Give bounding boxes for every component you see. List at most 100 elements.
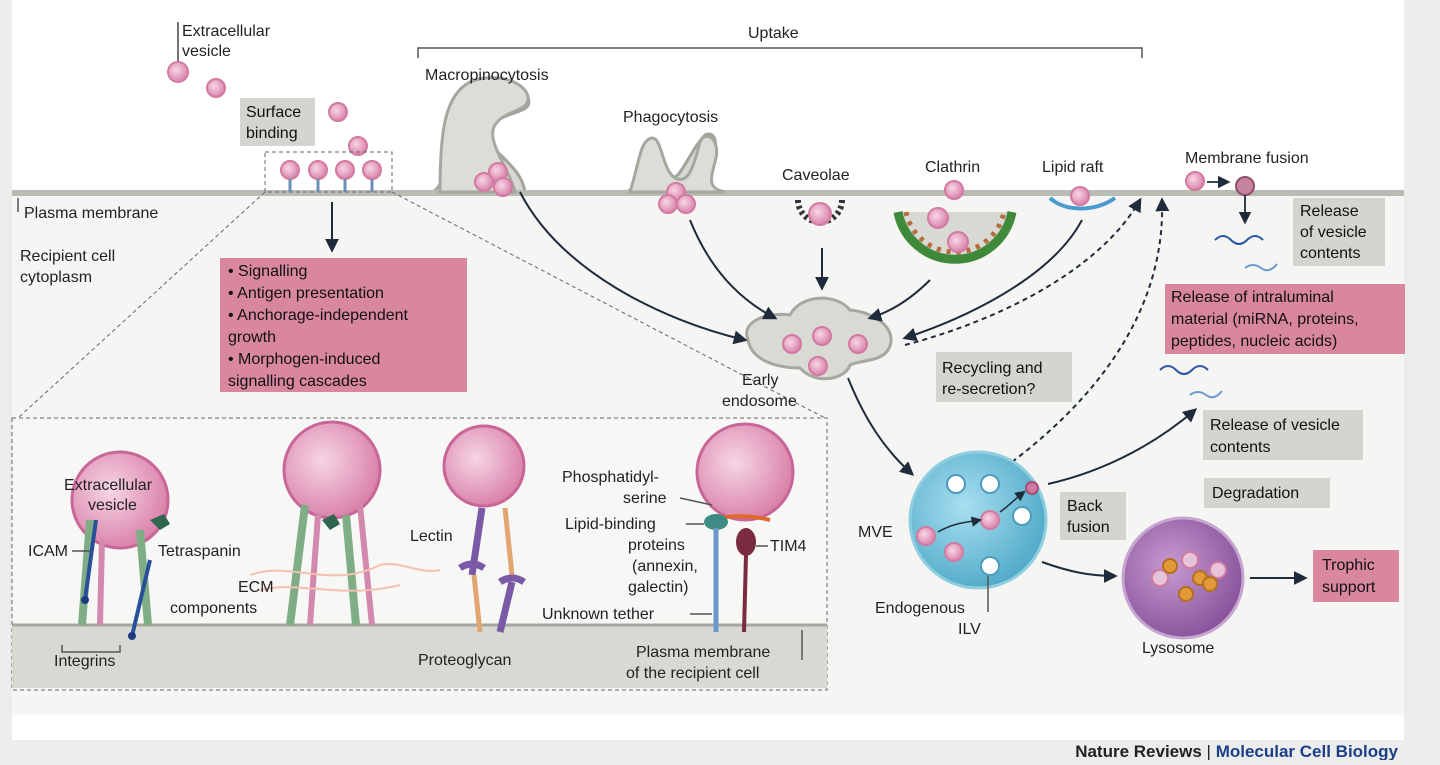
svg-text:Plasma membrane: Plasma membrane (24, 205, 158, 222)
svg-text:ECM: ECM (238, 579, 274, 596)
svg-text:contents: contents (1210, 439, 1270, 456)
svg-text:• Anchorage-independent: • Anchorage-independent (228, 307, 409, 324)
label-phagocytosis: Phagocytosis (623, 109, 718, 126)
arrow-mve-to-lysosome (1041, 561, 1118, 583)
trophic-support-box: Trophic support (1313, 550, 1399, 602)
svg-text:(annexin,: (annexin, (632, 558, 698, 575)
svg-text:components: components (170, 600, 257, 617)
label-caveolae: Caveolae (782, 167, 850, 184)
phagocytosis-vesicles (658, 182, 696, 214)
svg-text:• Signalling: • Signalling (228, 263, 307, 280)
svg-text:Recipient cell: Recipient cell (20, 248, 115, 265)
svg-text:Recycling and: Recycling and (942, 360, 1043, 377)
mve (908, 450, 1048, 590)
svg-text:contents: contents (1300, 245, 1360, 262)
inset-label-icam: ICAM (28, 543, 68, 560)
label-clathrin: Clathrin (925, 159, 980, 176)
svg-text:Early: Early (742, 372, 778, 389)
inset-vesicle-lectin (442, 424, 526, 633)
svg-text:Back: Back (1067, 498, 1104, 515)
svg-text:vesicle: vesicle (88, 497, 137, 514)
svg-text:Release: Release (1300, 203, 1359, 220)
svg-text:growth: growth (228, 329, 276, 346)
svg-text:material (miRNA, proteins,: material (miRNA, proteins, (1171, 311, 1359, 328)
inset-label-unknown-tether: Unknown tether (542, 606, 712, 623)
svg-text:Release of intraluminal: Release of intraluminal (1171, 289, 1334, 306)
label-lysosome: Lysosome (1142, 640, 1214, 657)
macropinocytosis-vesicles (474, 162, 513, 197)
svg-text:of vesicle: of vesicle (1300, 224, 1367, 241)
svg-text:Degradation: Degradation (1212, 485, 1299, 502)
inset-label-plasma-membrane-recipient: Plasma membrane of the recipient cell (626, 630, 803, 682)
svg-text:serine: serine (623, 490, 667, 507)
membrane-fusion-event (1185, 171, 1278, 272)
svg-text:peptides, nucleic acids): peptides, nucleic acids) (1171, 333, 1337, 350)
label-recipient-cytoplasm: Recipient cell cytoplasm (20, 248, 115, 286)
svg-text:Trophic: Trophic (1322, 557, 1375, 574)
degradation-box: Degradation (1204, 478, 1330, 508)
macropinocytosis-cup (438, 76, 530, 194)
surface-bound-vesicles (264, 151, 393, 193)
release-vesicle-contents-top-box: Release of vesicle contents (1293, 198, 1385, 266)
arrow-back-fusion-recycling-dashed (1011, 197, 1170, 463)
recycling-box: Recycling and re-secretion? (936, 352, 1072, 402)
label-membrane-fusion: Membrane fusion (1185, 150, 1309, 167)
arrow-phagocytosis-to-endosome (689, 219, 778, 320)
back-fusion-box: Back fusion (1060, 492, 1126, 540)
inset-vesicle-ps (695, 422, 795, 633)
arrow-clathrin-to-endosome (867, 279, 931, 322)
inset-label-integrins: Integrins (54, 645, 121, 670)
label-mve: MVE (858, 524, 893, 541)
svg-text:signalling cascades: signalling cascades (228, 373, 367, 390)
svg-text:ILV: ILV (958, 621, 981, 638)
svg-text:support: support (1322, 579, 1376, 596)
arrow-macropinocytosis-to-endosome (519, 191, 748, 345)
svg-text:re-secretion?: re-secretion? (942, 381, 1035, 398)
label-lipid-raft: Lipid raft (1042, 159, 1104, 176)
uptake-label: Uptake (748, 25, 799, 42)
inset-label-proteoglycan: Proteoglycan (418, 652, 511, 669)
arrow-recycling-dashed (904, 197, 1142, 346)
arrow-lipid-raft-to-endosome (902, 219, 1083, 342)
svg-text:Plasma membrane: Plasma membrane (636, 644, 770, 661)
svg-text:cytoplasm: cytoplasm (20, 269, 92, 286)
svg-text:Phosphatidyl-: Phosphatidyl- (562, 469, 659, 486)
surface-binding-box: Surface binding (240, 98, 315, 146)
release-vesicle-contents-mid-box: Release of vesicle contents (1203, 410, 1363, 460)
label-extracellular-vesicle: Extracellular vesicle (177, 22, 271, 62)
svg-text:Extracellular: Extracellular (182, 23, 271, 40)
svg-text:Extracellular: Extracellular (64, 477, 153, 494)
lysosome (1121, 516, 1245, 640)
inset-label-lectin: Lectin (410, 528, 453, 545)
caveolae-pit (795, 199, 845, 226)
inset-label-tim4: TIM4 (756, 538, 807, 555)
uptake-bracket: Uptake (417, 25, 1143, 58)
svg-text:Surface: Surface (246, 104, 301, 121)
svg-text:Integrins: Integrins (54, 653, 115, 670)
clathrin-pit (893, 180, 1017, 264)
early-endosome (745, 296, 893, 381)
lipid-raft (1048, 186, 1117, 211)
released-contents-squiggle-2 (1189, 390, 1223, 399)
svg-text:galectin): galectin) (628, 579, 688, 596)
released-contents-squiggle (1159, 365, 1209, 375)
arrow-mve-to-release (1047, 408, 1198, 485)
svg-text:of the recipient cell: of the recipient cell (626, 665, 759, 682)
zoom-line-right (391, 191, 826, 419)
svg-text:TIM4: TIM4 (770, 538, 807, 555)
label-early-endosome: Early endosome (722, 372, 797, 410)
release-intraluminal-box: Release of intraluminal material (miRNA,… (1165, 284, 1405, 354)
svg-text:fusion: fusion (1067, 519, 1110, 536)
footer-separator: | (1202, 742, 1216, 760)
label-endogenous-ilv: Endogenous ILV (875, 576, 989, 638)
phagocytosis-cup (627, 135, 726, 194)
inset-label-phosphatidylserine: Phosphatidyl- serine (562, 469, 713, 507)
inset-label-ecm: ECM components (170, 579, 274, 617)
inset-label-tetraspanin: Tetraspanin (158, 543, 241, 560)
svg-text:binding: binding (246, 125, 298, 142)
svg-text:Lipid-binding: Lipid-binding (565, 516, 656, 533)
svg-text:vesicle: vesicle (182, 43, 231, 60)
inset-vesicle-integrins (70, 450, 170, 640)
label-plasma-membrane: Plasma membrane (17, 198, 158, 222)
